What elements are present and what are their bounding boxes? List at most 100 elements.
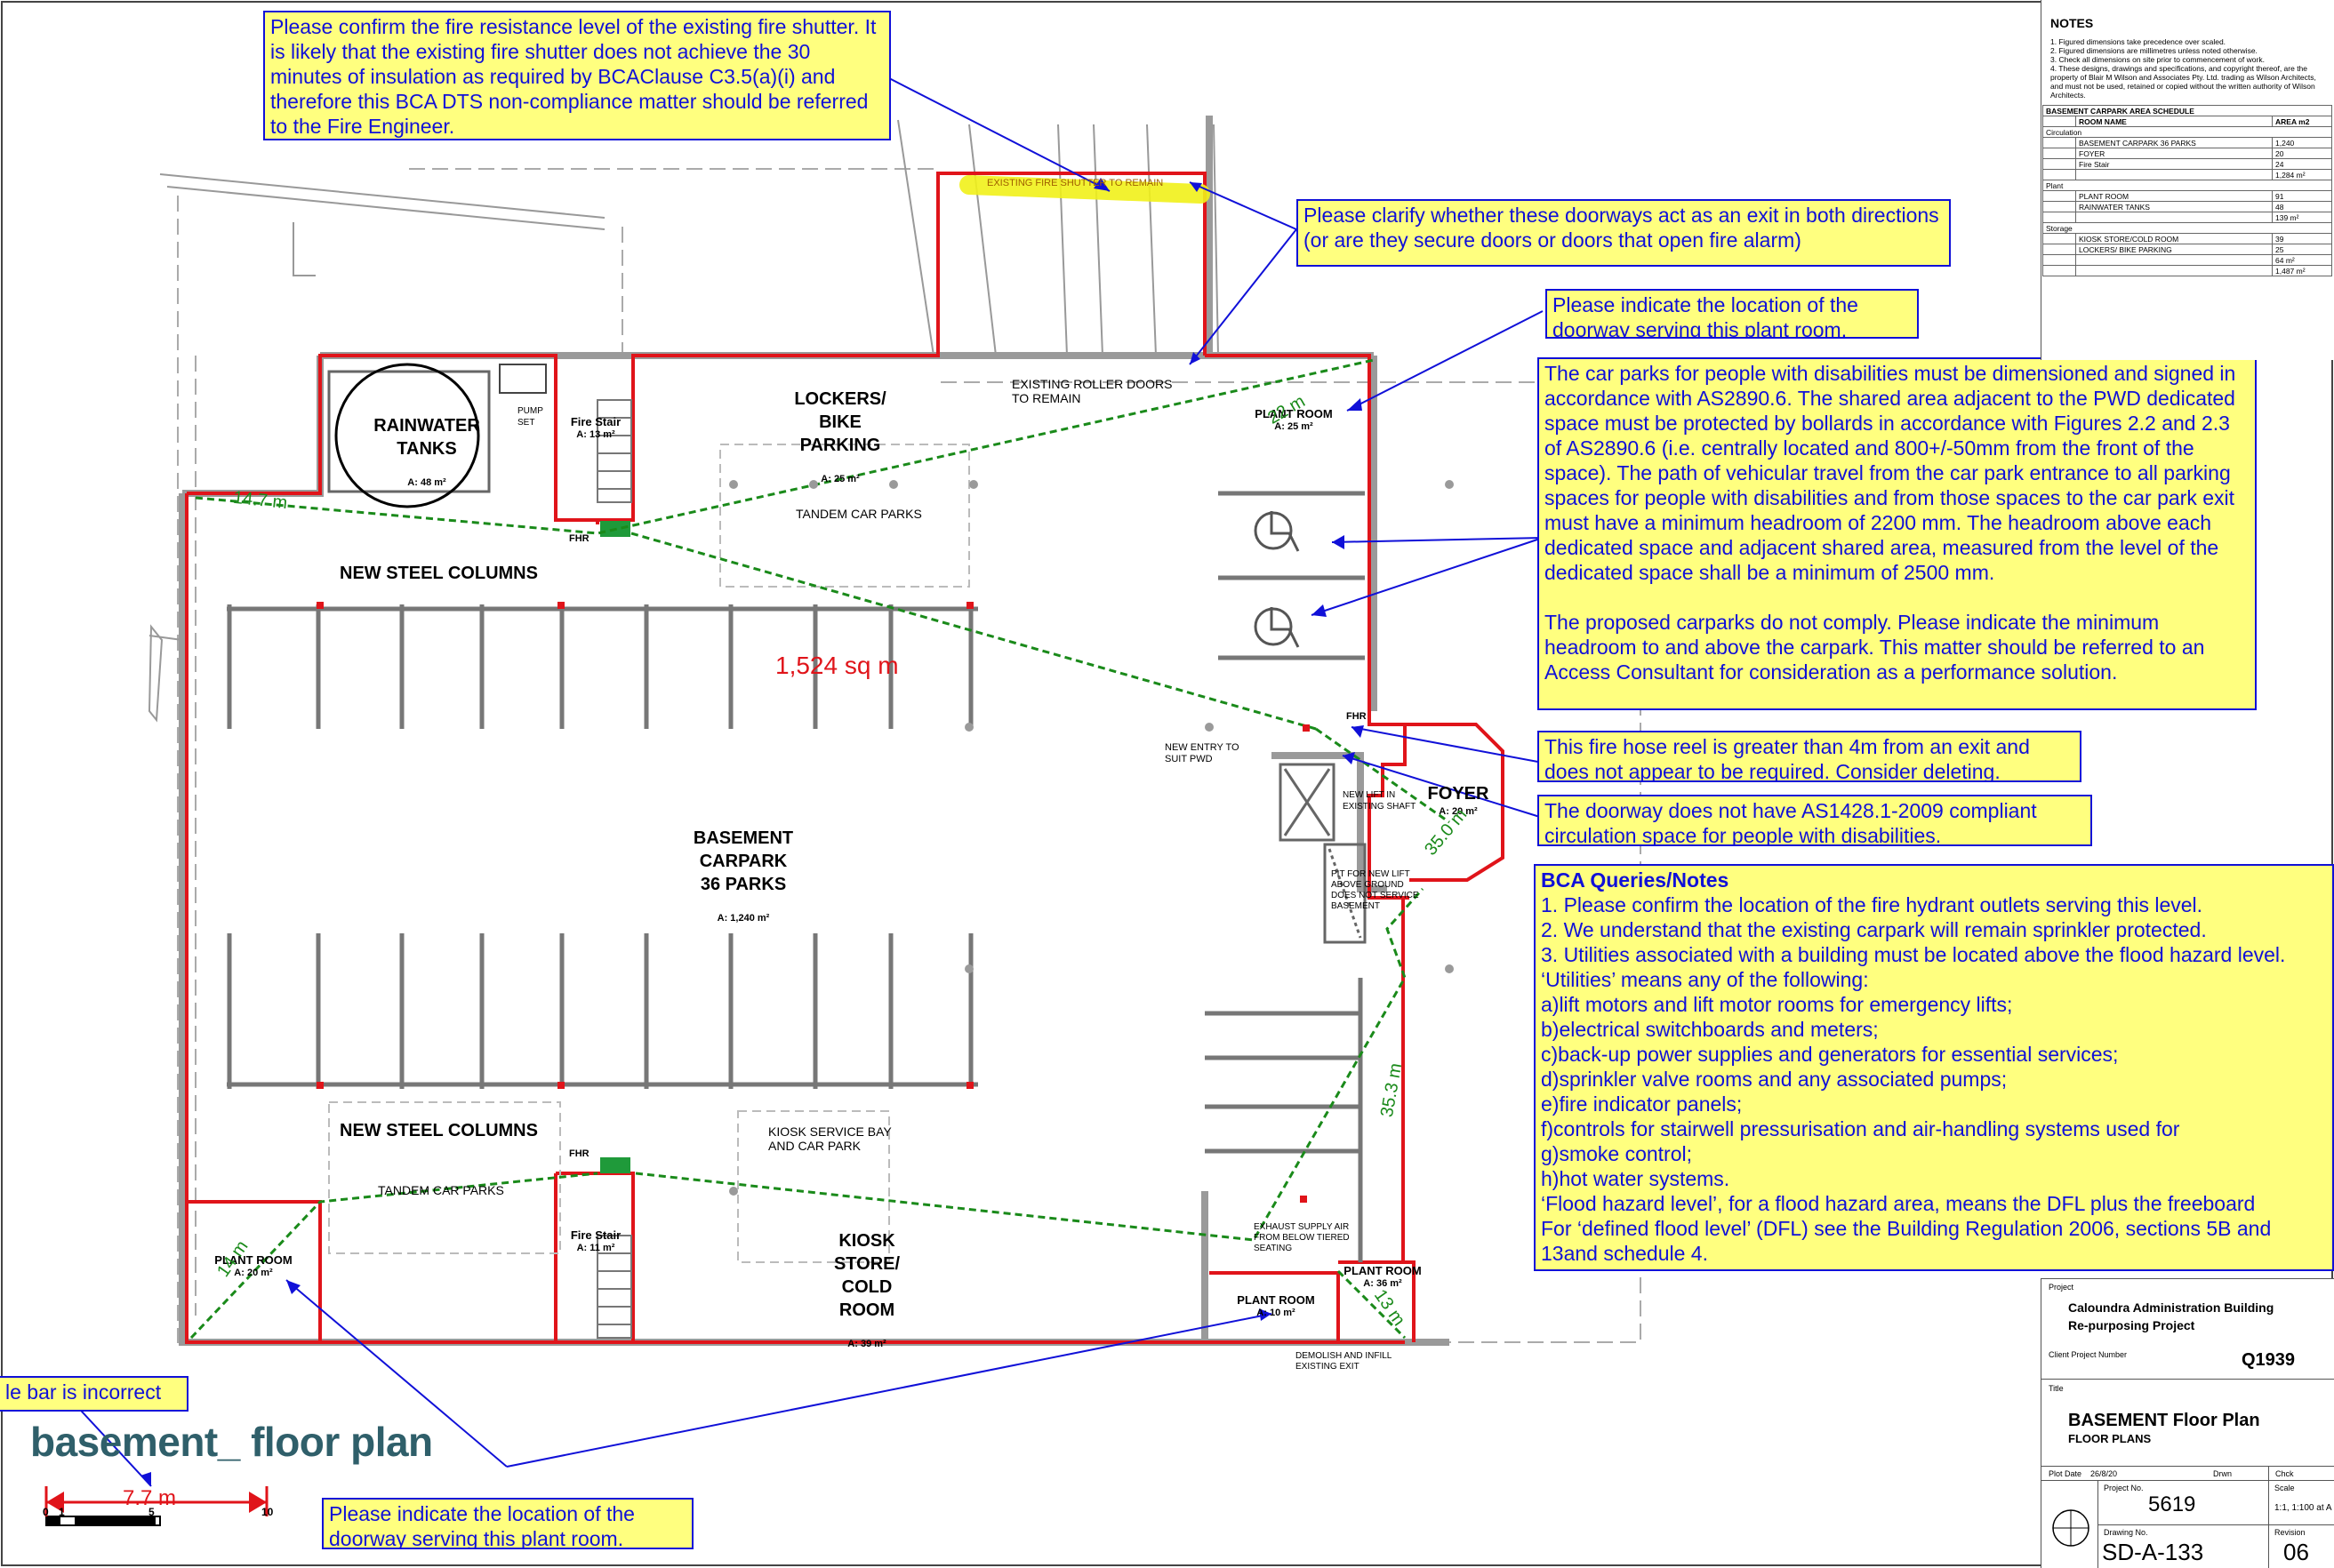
schedule-group: Circulation [2042, 126, 2332, 138]
callout-fire-hose-reel: This fire hose reel is greater than 4m f… [1537, 731, 2081, 782]
column-markers [729, 480, 1454, 1196]
label-fhr-foyer: FHR [1346, 711, 1367, 722]
label-fhr-bottom: FHR [569, 1148, 590, 1159]
schedule-col-room: ROOM NAME [2075, 116, 2273, 127]
label-tandem-top: TANDEM CAR PARKS [796, 507, 922, 521]
room-plant-left: PLANT ROOM A: 20 m² [214, 1253, 293, 1278]
schedule-area: 91 [2272, 190, 2332, 202]
room-kiosk-store: KIOSK STORE/ COLD ROOM A: 39 m² [833, 1231, 901, 1349]
parking-bays-lower [227, 933, 978, 1089]
label-new-lift: NEW LIFT IN EXISTING SHAFT [1343, 790, 1416, 812]
fire-shutter-highlight [959, 175, 1210, 204]
schedule-area: 25 [2272, 244, 2332, 255]
arrowheads [140, 178, 1364, 1486]
tb-client-label: Client Project Number [2049, 1350, 2128, 1359]
label-roller-doors: EXISTING ROLLER DOORS TO REMAIN [1012, 377, 1173, 405]
tb-revision-label: Revision [2274, 1528, 2306, 1537]
scale-tick-5: 5 [148, 1506, 155, 1518]
tb-project-label: Project [2049, 1283, 2074, 1292]
tb-title: BASEMENT Floor Plan [2068, 1411, 2260, 1430]
note-item: 3. Check all dimensions on site prior to… [2050, 55, 2265, 64]
schedule-room: PLANT ROOM [2075, 190, 2273, 202]
schedule-room: BASEMENT CARPARK 36 PARKS [2075, 137, 2273, 148]
label-steel-columns-top: NEW STEEL COLUMNS [340, 564, 538, 583]
tb-project-no: 5619 [2148, 1492, 2196, 1516]
schedule-room: Fire Stair [2075, 158, 2273, 170]
tb-drawing-no-label: Drawing No. [2104, 1528, 2148, 1537]
schedule-total: 1,284 m² [2272, 169, 2332, 180]
parking-bays-upper [227, 604, 978, 729]
room-plant-top: PLANT ROOM A: 25 m² [1255, 407, 1333, 432]
schedule-area: 20 [2272, 148, 2332, 159]
label-pump-set: PUMP SET [517, 406, 543, 428]
schedule-group: Plant [2042, 180, 2332, 191]
callout-scale-bar: le bar is incorrect [0, 1376, 188, 1412]
tb-check-label: Chck [2275, 1469, 2294, 1478]
room-lockers-bike-parking: LOCKERS/ BIKE PARKING A: 25 m² [794, 389, 886, 484]
room-plant-bottom: PLANT ROOM A: 10 m² [1237, 1293, 1315, 1318]
callout-plant-room-doorway-top: Please indicate the location of the door… [1545, 289, 1919, 339]
note-item: 4. These designs, drawings and specifica… [2050, 64, 2316, 100]
title-block: Project Caloundra Administration Buildin… [2041, 1278, 2334, 1568]
rainwater-tank [334, 363, 480, 508]
label-exhaust: EXHAUST SUPPLY AIR FROM BELOW TIERED SEA… [1254, 1222, 1350, 1253]
schedule-title: BASEMENT CARPARK AREA SCHEDULE [2042, 105, 2332, 116]
notes-list: 1. Figured dimensions take precedence ov… [2050, 37, 2326, 100]
callout-bca-queries: BCA Queries/Notes 1. Please confirm the … [1534, 864, 2334, 1271]
tb-subtitle: FLOOR PLANS [2068, 1432, 2152, 1445]
tb-project-no-label: Project No. [2104, 1484, 2144, 1492]
scale-tick-0: 0 [43, 1506, 49, 1518]
notes-panel: NOTES 1. Figured dimensions take precede… [2041, 0, 2334, 360]
plan-title: basement_ floor plan [30, 1419, 433, 1465]
callout-plant-room-doorway-bottom: Please indicate the location of the door… [322, 1498, 694, 1549]
tb-plot-date: 26/8/20 [2090, 1469, 2118, 1478]
label-pit: PIT FOR NEW LIFT ABOVE GROUND DOES NOT S… [1331, 869, 1419, 911]
schedule-area: 48 [2272, 201, 2332, 212]
north-point-icon [2052, 1509, 2089, 1547]
schedule-room: RAINWATER TANKS [2075, 201, 2273, 212]
schedule-room: KIOSK STORE/COLD ROOM [2075, 233, 2273, 244]
label-tandem-bottom: TANDEM CAR PARKS [378, 1183, 504, 1197]
steel-column-marks [317, 602, 1310, 1203]
callout-fire-shutter: Please confirm the fire resistance level… [263, 11, 891, 140]
label-new-entry: NEW ENTRY TO SUIT PWD [1165, 742, 1239, 764]
schedule-room: LOCKERS/ BIKE PARKING [2075, 244, 2273, 255]
tb-plot-label: Plot Date [2049, 1469, 2082, 1478]
room-plant-right: PLANT ROOM A: 36 m² [1343, 1264, 1422, 1289]
tb-revision: 06 [2283, 1539, 2309, 1565]
schedule-area: 1,240 [2272, 137, 2332, 148]
scale-bar [44, 1486, 269, 1526]
label-fhr-top: FHR [569, 533, 590, 544]
note-item: 2. Figured dimensions are millimetres un… [2050, 46, 2258, 55]
schedule-grand-total: 1,487 m² [2272, 265, 2332, 276]
callout-pwd-carparks: The car parks for people with disabiliti… [1537, 357, 2257, 710]
label-kiosk-service: KIOSK SERVICE BAY AND CAR PARK [768, 1124, 892, 1153]
scale-red-dimension: 7.7 m [123, 1486, 177, 1510]
schedule-room: FOYER [2075, 148, 2273, 159]
leader-lines [70, 77, 1544, 1487]
schedule-total: 64 m² [2272, 254, 2332, 266]
lift-shaft [1279, 763, 1367, 944]
tb-drawing-no: SD-A-133 [2102, 1539, 2204, 1565]
bca-queries-body: 1. Please confirm the location of the fi… [1541, 893, 2286, 1265]
label-steel-columns-bottom: NEW STEEL COLUMNS [340, 1121, 538, 1140]
tb-scale-label: Scale [2274, 1484, 2295, 1492]
room-fire-stair-bottom: Fire Stair A: 11 m² [570, 1228, 622, 1253]
scale-tick-1: 1 [59, 1506, 65, 1518]
room-foyer: FOYER A: 20 m² [1427, 784, 1489, 817]
callout-doorways-exit: Please clarify whether these doorways ac… [1296, 199, 1951, 267]
tank-enclosure [327, 370, 491, 493]
scale-tick-10: 10 [261, 1506, 274, 1518]
schedule-area: 39 [2272, 233, 2332, 244]
exit-sign [600, 1157, 630, 1173]
room-basement-carpark: BASEMENT CARPARK 36 PARKS A: 1,240 m² [693, 828, 794, 924]
callout-doorway-circulation: The doorway does not have AS1428.1-2009 … [1537, 795, 2092, 846]
schedule-col-area: AREA m2 [2272, 116, 2332, 127]
notes-heading: NOTES [2050, 16, 2094, 30]
tb-drawn-label: Drwn [2213, 1469, 2233, 1478]
existing-context-solid [148, 119, 1219, 723]
travel-paths [189, 358, 1450, 1340]
stairs [597, 399, 632, 1339]
